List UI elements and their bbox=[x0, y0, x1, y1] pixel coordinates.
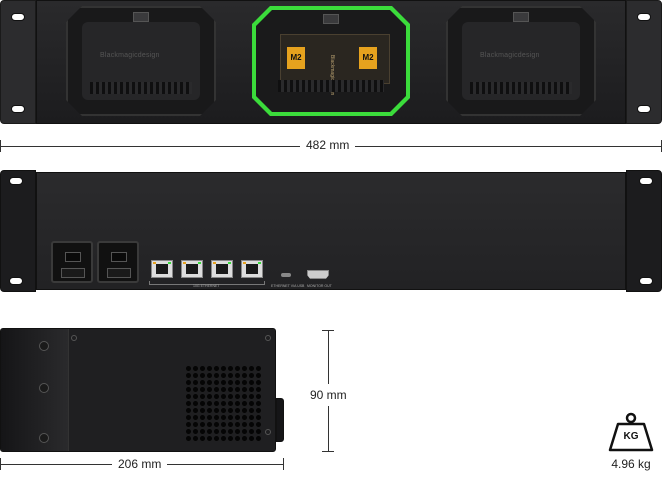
rack-mount-hole bbox=[9, 177, 23, 185]
height-dimension-tick-bottom bbox=[322, 451, 334, 452]
ethernet-port-1[interactable] bbox=[151, 260, 173, 278]
link-led bbox=[243, 262, 246, 264]
bay-latch[interactable] bbox=[323, 14, 339, 24]
m2-chip-right: M2 bbox=[359, 47, 377, 69]
activity-led bbox=[228, 262, 231, 264]
rear-rack-ear-left bbox=[0, 170, 36, 292]
screw-icon bbox=[39, 383, 49, 393]
rj45-socket bbox=[156, 264, 168, 274]
drive-bay-middle-active[interactable]: M2 Blackmagicdesign M2 bbox=[252, 6, 410, 116]
bay-recess: M2 Blackmagicdesign M2 bbox=[256, 10, 406, 112]
rack-mount-hole bbox=[11, 13, 25, 21]
power-socket bbox=[111, 252, 127, 262]
bay-vents bbox=[278, 80, 384, 92]
rear-rack-ear-right bbox=[626, 170, 662, 292]
usb-c-port[interactable] bbox=[281, 273, 291, 277]
screw-icon bbox=[39, 341, 49, 351]
usb-port-label: ETHERNET VIA USB bbox=[271, 284, 305, 288]
rack-mount-hole bbox=[639, 177, 653, 185]
depth-dimension-tick-right bbox=[283, 458, 284, 470]
rack-mount-hole bbox=[637, 13, 651, 21]
link-led bbox=[213, 262, 216, 264]
weight-unit-label: KG bbox=[623, 431, 639, 442]
ethernet-port-3[interactable] bbox=[211, 260, 233, 278]
front-view: Blackmagicdesign M2 Blackmagicdesign M2 … bbox=[0, 0, 662, 124]
m2-chip-left: M2 bbox=[287, 47, 305, 69]
weight-icon bbox=[608, 412, 654, 452]
front-rack-ear-left bbox=[0, 0, 36, 124]
screw-icon bbox=[265, 429, 271, 435]
link-led bbox=[183, 262, 186, 264]
rack-mount-hole bbox=[11, 105, 25, 113]
hdmi-port[interactable] bbox=[307, 270, 329, 279]
drive-bay-left[interactable]: Blackmagicdesign bbox=[66, 6, 216, 116]
screw-icon bbox=[265, 335, 271, 341]
bay-latch[interactable] bbox=[513, 12, 529, 22]
side-view bbox=[0, 328, 276, 452]
power-inlet-1[interactable] bbox=[51, 241, 93, 283]
screw-icon bbox=[39, 433, 49, 443]
rack-mount-hole bbox=[639, 277, 653, 285]
bay-vents bbox=[90, 82, 192, 94]
front-rack-ear-right bbox=[626, 0, 662, 124]
rj45-socket bbox=[216, 264, 228, 274]
ethernet-port-4[interactable] bbox=[241, 260, 263, 278]
height-dimension-label: 90 mm bbox=[304, 384, 353, 406]
rj45-socket bbox=[246, 264, 258, 274]
weight-value: 4.96 kg bbox=[611, 457, 651, 471]
ventilation-grille bbox=[185, 365, 261, 441]
hdmi-port-label: MONITOR OUT bbox=[307, 284, 332, 288]
activity-led bbox=[168, 262, 171, 264]
depth-dimension-label: 206 mm bbox=[112, 457, 168, 471]
bay-brand-text: Blackmagicdesign bbox=[480, 52, 540, 59]
side-rack-ear bbox=[1, 329, 69, 451]
rack-mount-hole bbox=[637, 105, 651, 113]
width-dimension-label: 482 mm bbox=[300, 138, 356, 152]
drive-bay-right[interactable]: Blackmagicdesign bbox=[446, 6, 596, 116]
weight-block: KG 4.96 kg bbox=[600, 412, 662, 472]
ethernet-group-bracket bbox=[149, 281, 265, 285]
power-socket bbox=[65, 252, 81, 262]
ethernet-group-label: 10G ETHERNET bbox=[193, 284, 220, 288]
activity-led bbox=[198, 262, 201, 264]
bay-brand-text: Blackmagicdesign bbox=[100, 52, 160, 59]
screw-icon bbox=[71, 335, 77, 341]
m2-drive-module[interactable]: M2 Blackmagicdesign M2 bbox=[280, 34, 390, 84]
bay-latch[interactable] bbox=[133, 12, 149, 22]
module-brand-text: Blackmagicdesign bbox=[329, 55, 335, 96]
ethernet-port-2[interactable] bbox=[181, 260, 203, 278]
rack-mount-hole bbox=[9, 277, 23, 285]
power-inlet-2[interactable] bbox=[97, 241, 139, 283]
fuse-holder bbox=[107, 268, 131, 278]
fuse-holder bbox=[61, 268, 85, 278]
bay-vents bbox=[470, 82, 572, 94]
rj45-socket bbox=[186, 264, 198, 274]
side-rear-protrusion bbox=[276, 398, 284, 442]
rear-panel: 10G ETHERNET ETHERNET VIA USB MONITOR OU… bbox=[36, 172, 626, 290]
activity-led bbox=[258, 262, 261, 264]
link-led bbox=[153, 262, 156, 264]
